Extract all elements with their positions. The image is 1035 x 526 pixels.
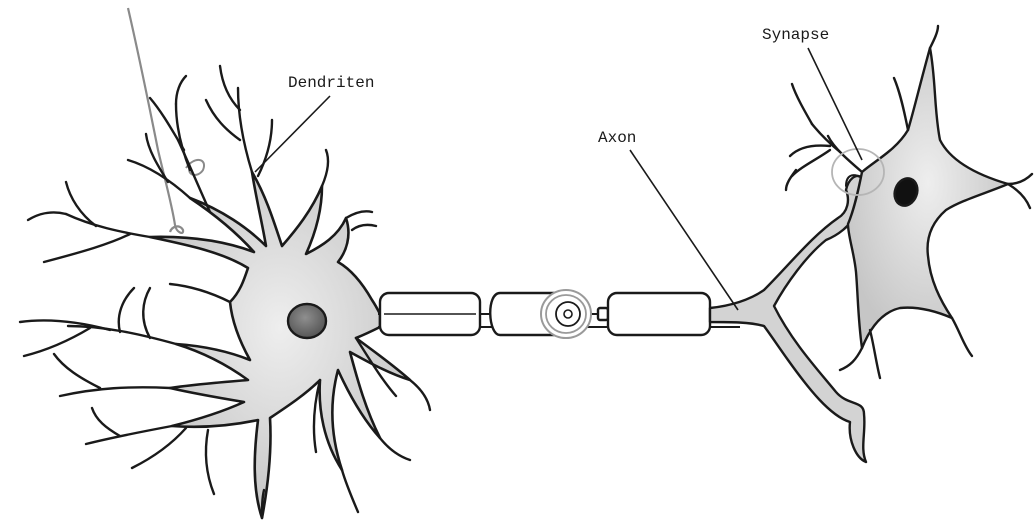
electrode-wire <box>128 8 183 233</box>
axon-terminals <box>710 175 866 462</box>
right-soma <box>848 48 1008 348</box>
axon-leader <box>630 150 738 310</box>
dendrites-leader <box>255 96 330 172</box>
synapse-leader <box>808 48 862 160</box>
node-of-ranvier <box>598 308 608 320</box>
axon-label: Axon <box>598 130 636 146</box>
soma-nucleus <box>288 304 326 338</box>
myelin-sheath-3 <box>608 293 710 335</box>
axon <box>378 290 740 338</box>
dendrites-upper <box>28 66 376 262</box>
synapse-label: Synapse <box>762 27 829 43</box>
dendrites-label: Dendriten <box>288 75 374 91</box>
left-neuron <box>20 66 430 518</box>
